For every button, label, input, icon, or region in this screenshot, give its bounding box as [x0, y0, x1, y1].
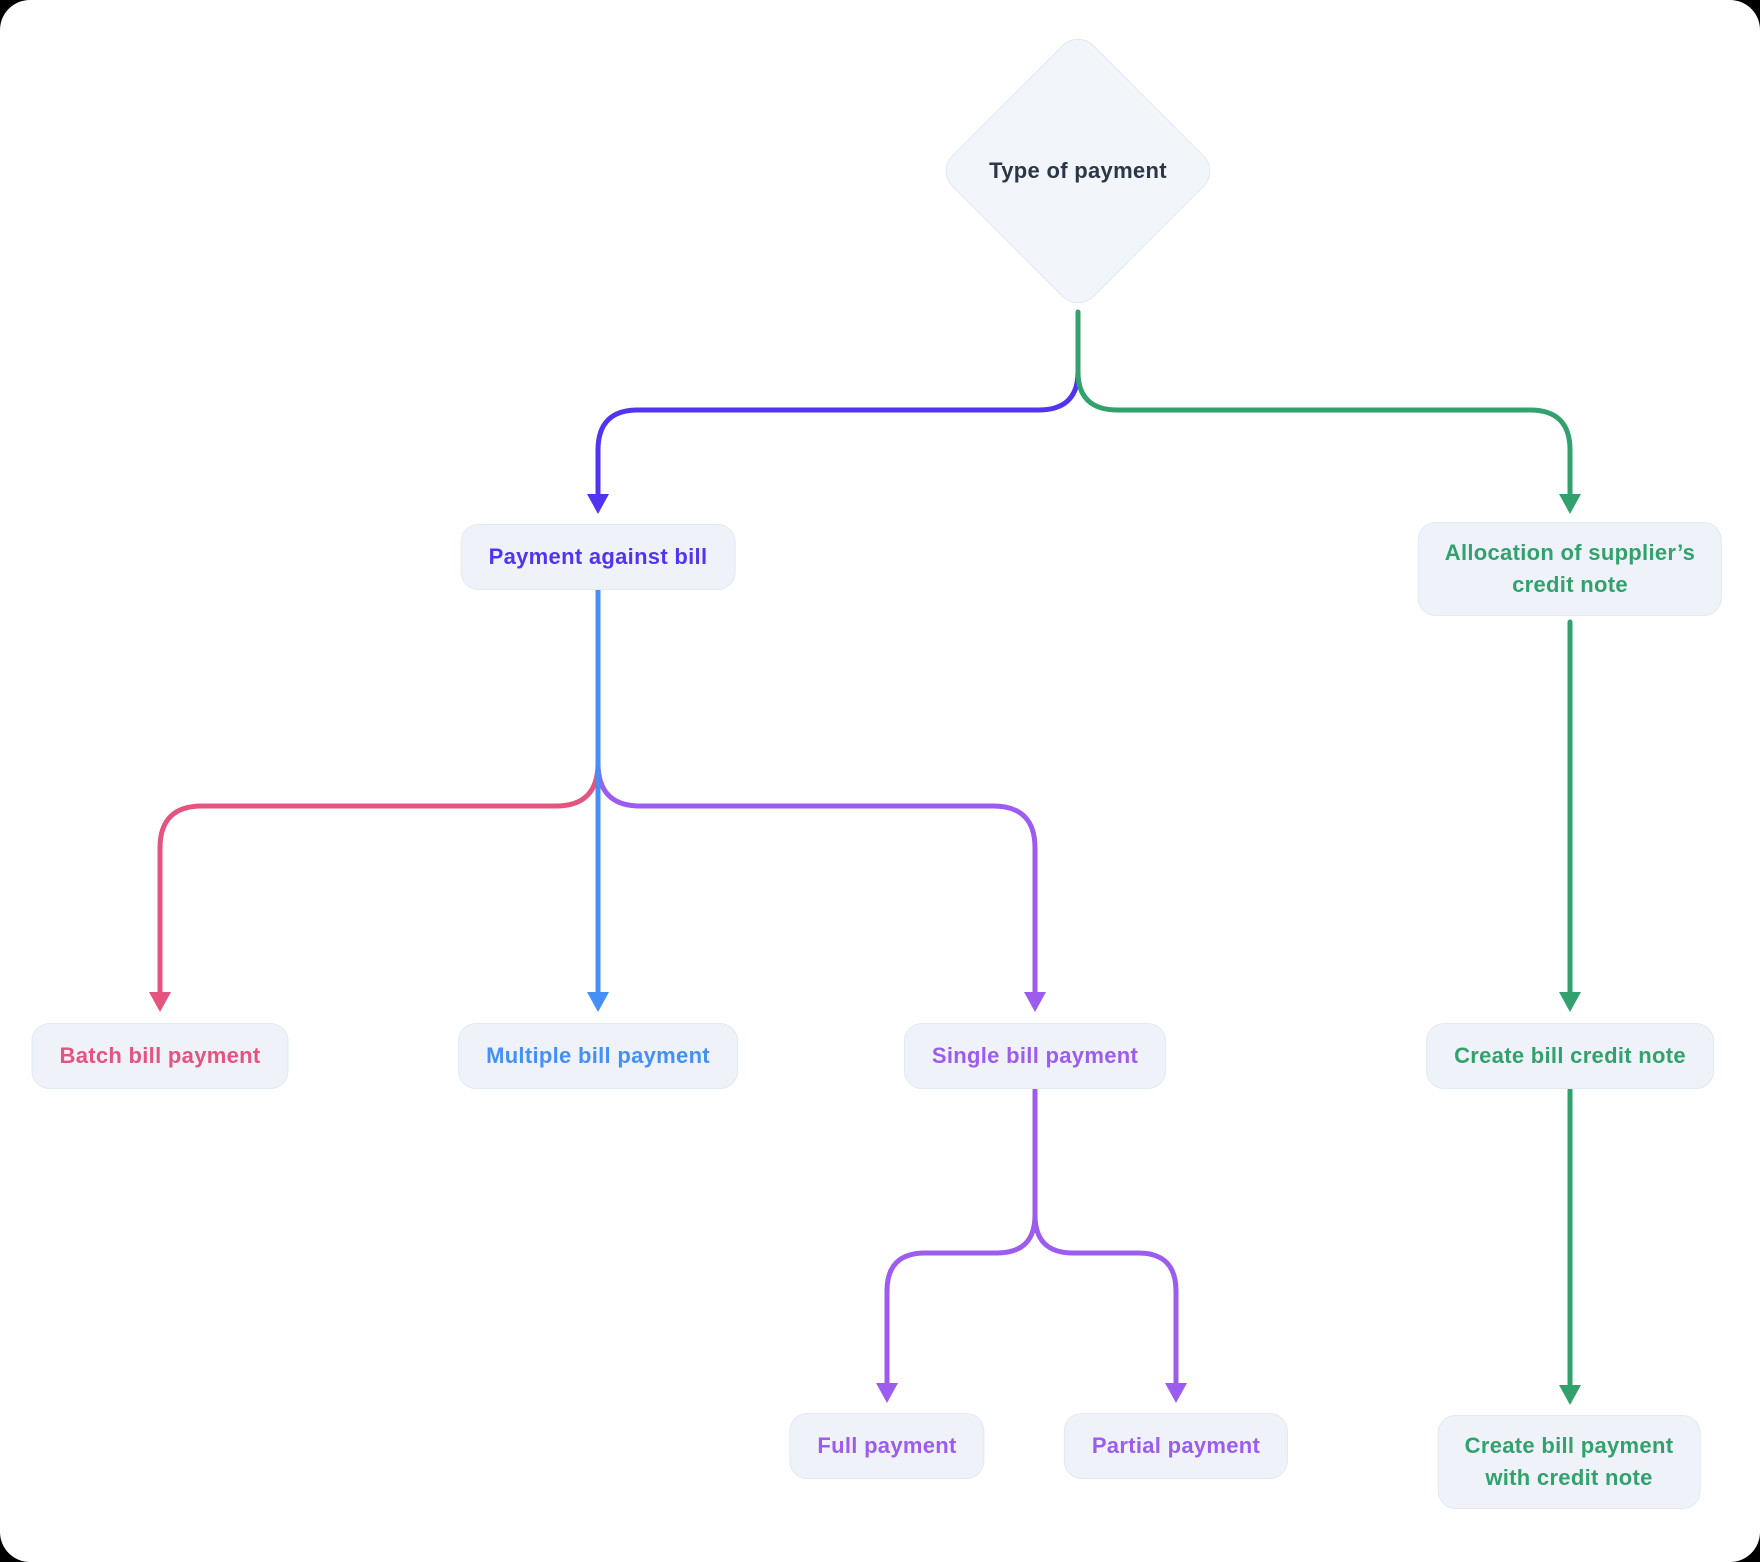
node-batch-bill-payment: Batch bill payment: [31, 1023, 289, 1089]
node-partial-payment-label: Partial payment: [1091, 1433, 1261, 1458]
node-single-bill-payment: Single bill payment: [903, 1023, 1167, 1089]
connector-to-single-bill-payment: [595, 760, 1038, 997]
arrowhead-batch-bill-payment: [149, 992, 171, 1012]
connector-to-batch-bill-payment: [157, 760, 601, 997]
node-allocation-line1: Allocation of supplier’s: [1444, 540, 1696, 565]
arrowhead-single-bill-payment: [1024, 992, 1046, 1012]
node-full-payment: Full payment: [789, 1413, 985, 1479]
node-payment-against-bill-label: Payment against bill: [488, 544, 708, 569]
connector-root-to-allocation: [1075, 309, 1573, 499]
arrowhead-full-payment: [876, 1383, 898, 1403]
connector-to-full-payment: [884, 1212, 1038, 1388]
node-create-bill-payment-line1: Create bill payment: [1464, 1433, 1674, 1458]
arrowhead-create-credit-note: [1559, 992, 1581, 1012]
decision-diamond-label: Type of payment: [989, 158, 1167, 183]
node-allocation-line2: credit note: [1512, 571, 1628, 597]
arrowhead-allocation: [1559, 494, 1581, 514]
node-create-bill-credit-note: Create bill credit note: [1426, 1023, 1714, 1089]
arrowhead-multiple-bill-payment: [587, 992, 609, 1012]
arrowhead-create-bill-payment: [1559, 1385, 1581, 1405]
arrowhead-payment-against-bill: [587, 494, 609, 514]
connector-to-partial-payment: [1032, 1212, 1179, 1388]
node-payment-against-bill: Payment against bill: [460, 524, 736, 590]
node-multiple-bill-payment-label: Multiple bill payment: [486, 1043, 710, 1068]
node-create-bill-credit-note-label: Create bill credit note: [1454, 1043, 1686, 1068]
node-create-bill-payment-line2: with credit note: [1485, 1464, 1653, 1490]
node-create-bill-payment-with-credit-note: Create bill payment with credit note: [1437, 1415, 1701, 1509]
arrowhead-partial-payment: [1165, 1383, 1187, 1403]
node-single-bill-payment-label: Single bill payment: [931, 1043, 1139, 1068]
node-batch-bill-payment-label: Batch bill payment: [59, 1043, 261, 1068]
connector-root-to-payment-against-bill: [595, 369, 1081, 499]
node-allocation-of-suppliers-credit-note: Allocation of supplier’s credit note: [1417, 522, 1723, 616]
node-full-payment-label: Full payment: [817, 1433, 957, 1458]
node-partial-payment: Partial payment: [1063, 1413, 1289, 1479]
node-multiple-bill-payment: Multiple bill payment: [458, 1023, 738, 1089]
